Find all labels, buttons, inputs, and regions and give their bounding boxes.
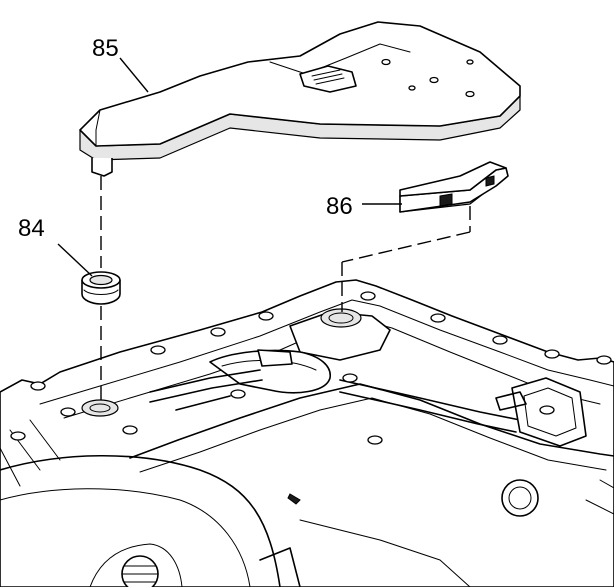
callout-86-label: 86 [326, 193, 353, 220]
transmission-case [0, 279, 614, 587]
alignment-lines [100, 176, 471, 404]
flange-bolts [10, 291, 612, 445]
filter-part [79, 21, 521, 177]
callout-84-label: 84 [18, 215, 45, 242]
spacer-part [399, 161, 509, 213]
callout-84: 84 [18, 215, 93, 277]
callout-85-label: 85 [92, 35, 119, 62]
filter-bore [320, 308, 362, 328]
callout-85: 85 [92, 35, 149, 93]
callout-86: 86 [326, 193, 402, 220]
seal-part [81, 271, 121, 305]
